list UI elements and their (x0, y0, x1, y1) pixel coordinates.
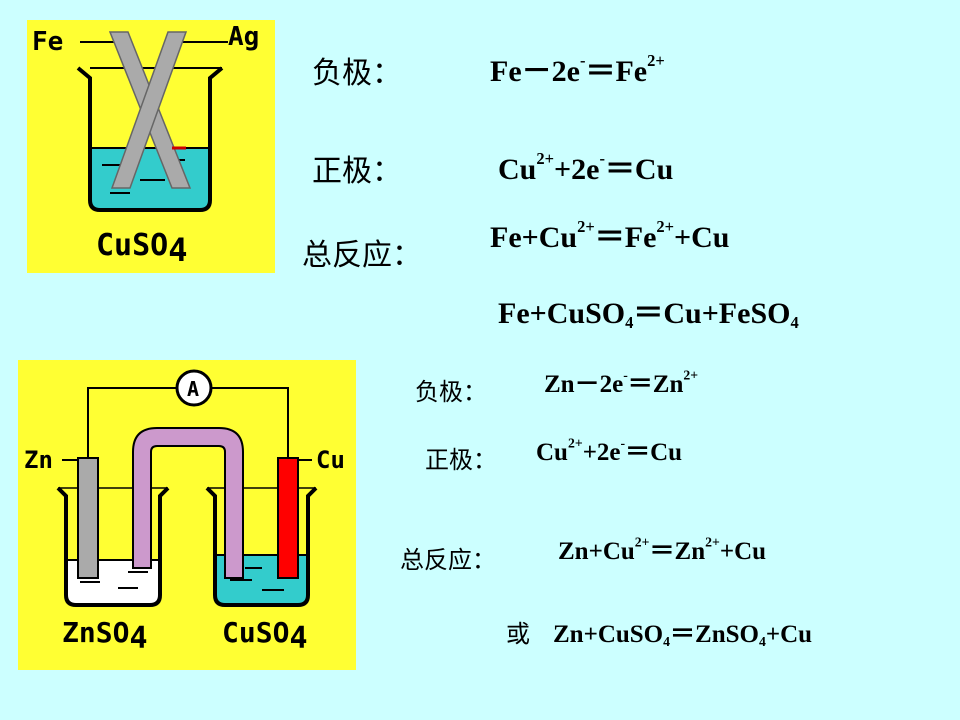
bottom-anode-label: 负极： (415, 378, 487, 406)
bottom-cathode-label: 正极： (425, 446, 497, 474)
top-overall-molecular-equation: Fe+CuSO4＝Cu+FeSO4 (498, 297, 799, 332)
right-solution-label: CuSO4 (222, 616, 308, 656)
top-overall-label: 总反应： (302, 238, 422, 273)
top-cathode-equation: Cu2++2e-＝Cu (498, 149, 674, 186)
top-cathode-label: 正极： (312, 154, 402, 189)
top-left-electrode-label: Fe (32, 27, 64, 57)
copper-electrode (277, 457, 299, 579)
salt-bridge (132, 427, 244, 579)
top-right-electrode-label: Ag (228, 22, 260, 52)
top-anode-label: 负极： (312, 56, 402, 91)
left-solution-label: ZnSO4 (62, 616, 148, 656)
bottom-overall-ionic-equation: Zn+Cu2+＝Zn2++Cu (558, 534, 767, 565)
bottom-cathode-equation: Cu2++2e-＝Cu (536, 435, 683, 466)
top-overall-ionic-equation: Fe+Cu2+＝Fe2++Cu (490, 217, 730, 254)
bottom-wire (87, 387, 176, 458)
or-label: 或 (506, 620, 530, 648)
copper-label: Cu (316, 446, 345, 474)
bottom-right-beaker (205, 486, 318, 607)
bottom-anode-equation: Zn－2e-＝Zn2+ (544, 367, 699, 398)
ammeter (175, 369, 213, 407)
top-anode-equation: Fe－2e-＝Fe2+ (490, 51, 665, 88)
zinc-electrode (77, 457, 99, 579)
zinc-label: Zn (24, 446, 53, 474)
ammeter-label: A (187, 377, 200, 401)
top-solution-label: CuSO4 (96, 228, 188, 269)
top-electrode-ag (110, 31, 188, 189)
top-diagram-panel (27, 20, 275, 273)
bottom-overall-label: 总反应： (400, 546, 496, 574)
bottom-overall-molecular-equation: Zn+CuSO4＝ZnSO4+Cu (553, 621, 813, 650)
